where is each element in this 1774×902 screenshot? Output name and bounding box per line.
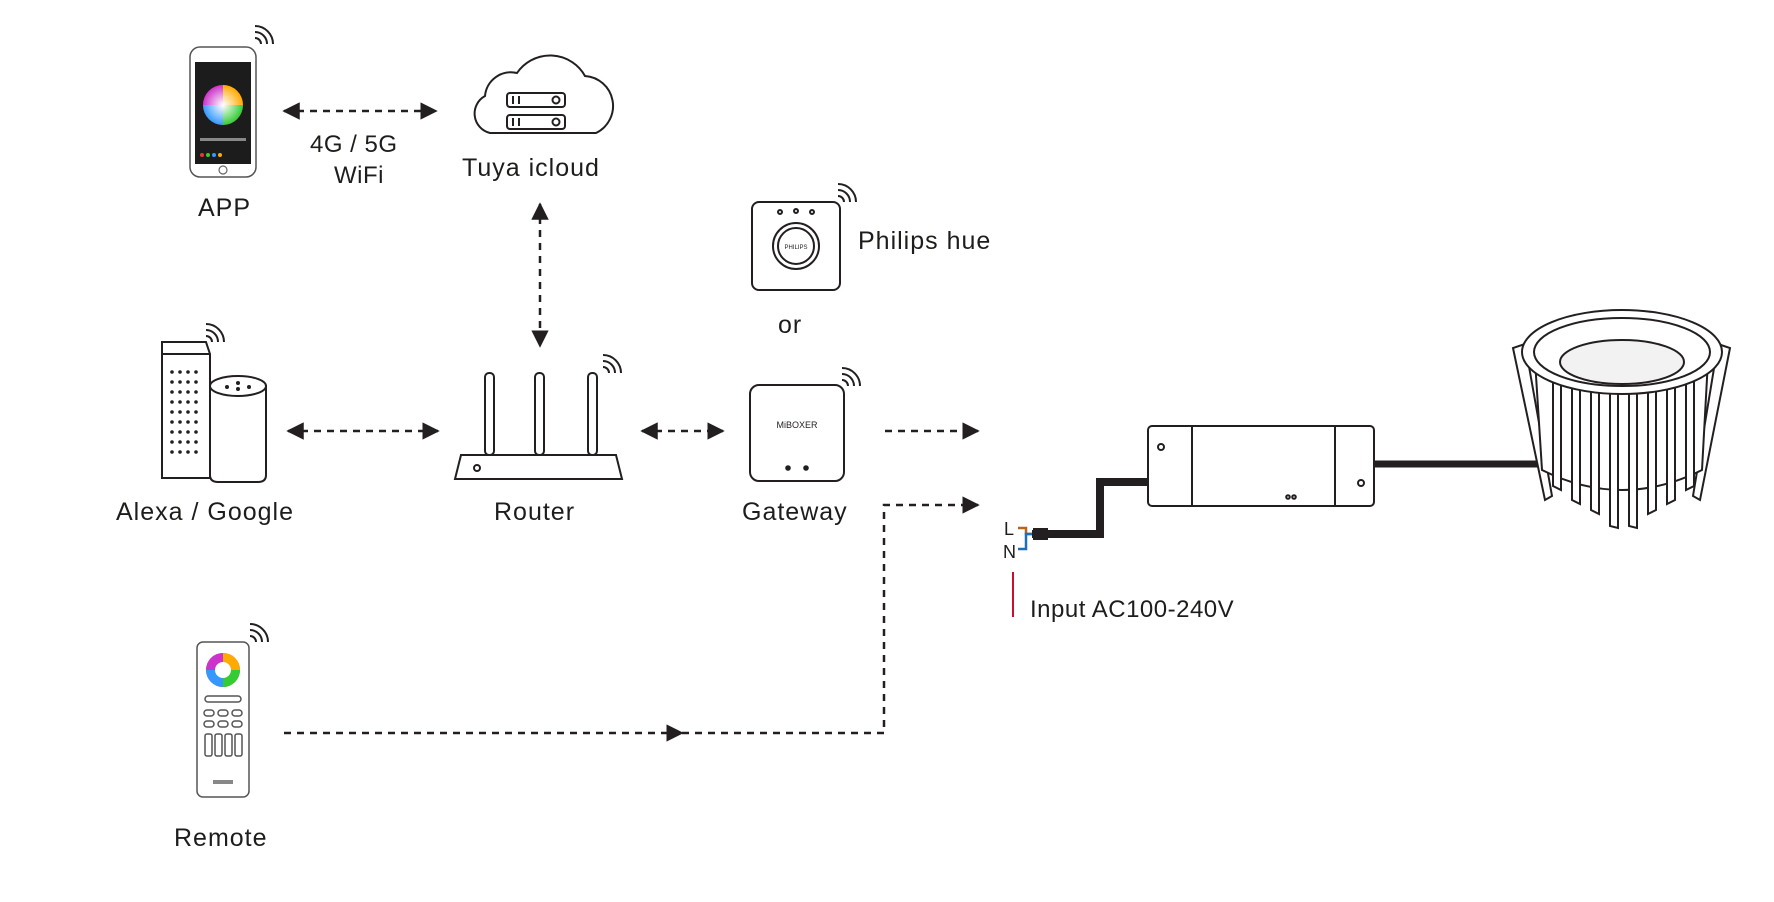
label-terminal-l: L — [1004, 519, 1015, 539]
wifi-signal-icon — [249, 623, 269, 643]
label-link-line1: 4G / 5G — [310, 131, 398, 158]
label-router: Router — [494, 498, 576, 526]
philips-hue-bridge-icon: PHILIPS — [751, 201, 841, 291]
led-driver-icon — [1147, 425, 1375, 507]
gateway-icon: MiBOXER — [749, 384, 845, 482]
power-input-wires — [1018, 478, 1150, 551]
label-gateway: Gateway — [742, 498, 848, 526]
label-remote: Remote — [174, 824, 268, 852]
philips-logo-text: PHILIPS — [784, 245, 807, 251]
cloud-server-icon — [473, 54, 615, 134]
wifi-signal-icon — [205, 323, 225, 343]
remote-control-icon — [196, 641, 250, 798]
label-philips: Philips hue — [858, 227, 992, 255]
label-or: or — [778, 311, 803, 339]
wifi-signal-icon — [602, 354, 622, 374]
wifi-signal-icon — [841, 367, 861, 387]
label-terminal-n: N — [1003, 542, 1017, 562]
arrow-remote-driver — [284, 496, 980, 742]
label-app: APP — [198, 194, 252, 222]
wifi-signal-icon — [837, 183, 857, 203]
wifi-signal-icon — [254, 25, 274, 45]
downlight-icon — [1511, 309, 1732, 530]
label-input: Input AC100-240V — [1030, 596, 1235, 623]
label-speakers: Alexa / Google — [116, 498, 294, 526]
gateway-logo-text: MiBOXER — [776, 420, 818, 430]
label-cloud: Tuya icloud — [462, 154, 600, 182]
label-link-line2: WiFi — [334, 162, 384, 189]
router-icon — [453, 372, 624, 480]
smart-speakers-icon — [161, 341, 267, 483]
phone-icon — [189, 46, 257, 178]
